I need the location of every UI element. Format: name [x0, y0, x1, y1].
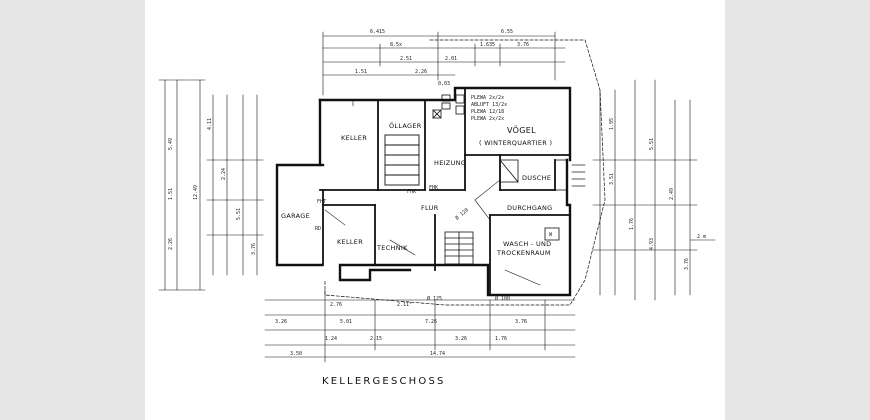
dimension-label: 1.95	[609, 118, 615, 130]
dimension-label: 1.76	[629, 218, 635, 230]
dimension-label: 5.01	[340, 319, 352, 325]
room-label-dusche: DUSCHE	[522, 174, 551, 182]
staircase	[444, 231, 474, 265]
room-label-voegel: VÖGEL	[507, 125, 536, 135]
room-label-trockenraum: TROCKENRAUM	[496, 249, 551, 257]
dimension-label: 3.26	[455, 336, 467, 342]
floor-plan: KELLER ÖLLAGER HEIZUNG VÖGEL ( WINTERQUA…	[158, 29, 716, 363]
terrain-outline	[324, 39, 606, 306]
dimension-label: 5.49	[168, 138, 174, 150]
dimension-label: 2.49	[669, 188, 675, 200]
room-label-wasch: WASCH - UND	[503, 240, 551, 248]
exterior-steps	[571, 164, 586, 187]
dimension-label: 3.76	[515, 319, 527, 325]
dimension-lines-bottom	[264, 289, 576, 363]
oil-tank-lager	[384, 134, 420, 186]
door-label: W	[549, 232, 553, 238]
room-label-heizung: HEIZUNG	[434, 159, 466, 167]
dimension-label: 4.93	[649, 238, 655, 250]
ventilation-units	[432, 94, 465, 119]
annotation-label: Ø 120	[454, 206, 470, 221]
door-label: RD	[315, 226, 321, 232]
shower-fixture	[499, 159, 568, 191]
dimension-label: 2.15	[370, 336, 382, 342]
dimension-label: 1.51	[168, 188, 174, 200]
interior-walls	[319, 87, 571, 296]
dimension-label: 1.24	[325, 336, 337, 342]
dimension-label: 3.50	[290, 351, 302, 357]
dimension-label: 3.51	[609, 173, 615, 185]
room-label-keller: KELLER	[341, 134, 367, 142]
dimension-lines-top	[322, 31, 566, 96]
dimension-label: 3.26	[275, 319, 287, 325]
dimension-label: 2.51	[400, 56, 412, 62]
dimension-lines-left	[158, 79, 264, 291]
dimension-label: 4.11	[207, 118, 213, 130]
door-swings	[324, 99, 541, 286]
dimension-label: 5.51	[236, 208, 242, 220]
room-label-technik: TECHNIK	[376, 244, 408, 252]
dimension-label: 2.24	[221, 168, 227, 180]
dimension-label: 7.26	[425, 319, 437, 325]
annotation-label: Ø 100	[495, 295, 510, 302]
door-label: FHK	[429, 185, 438, 191]
dimension-label: 2.11⁵	[397, 302, 412, 308]
dimension-lines-right	[592, 79, 716, 301]
outer-walls	[275, 86, 572, 297]
room-label-garage: GARAGE	[281, 212, 310, 220]
dimension-label: 3.76	[684, 258, 690, 270]
dimension-label: 2.26	[415, 69, 427, 75]
dimension-label: 8.5x	[390, 42, 402, 48]
dimension-label: 3.76	[251, 243, 257, 255]
dimension-label: 2.76	[330, 302, 342, 308]
dimension-label: 5.51	[649, 138, 655, 150]
room-label-winterquartier: ( WINTERQUARTIER )	[479, 139, 552, 147]
annotation-label: 0,03	[438, 81, 450, 87]
dimension-label: 3.76	[517, 42, 529, 48]
dimension-label: 1.51	[355, 69, 367, 75]
dimension-label: 6.55	[501, 29, 513, 35]
equipment-label: PLEWA 2x/2x	[471, 116, 504, 122]
equipment-label: PLEWA 12/18	[471, 109, 504, 115]
door-label: FHK	[407, 189, 416, 195]
dimension-label: 2 m	[697, 234, 706, 240]
door-label: FHT	[317, 199, 326, 205]
room-label-durchgang: DURCHGANG	[507, 204, 552, 212]
dimension-label: 1.76	[495, 336, 507, 342]
dimension-label: 2.01	[445, 56, 457, 62]
room-label-keller-2: KELLER	[337, 238, 363, 246]
dimension-label: 6.415	[370, 29, 385, 35]
room-label-flur: FLUR	[421, 204, 439, 212]
dimension-label: 14.74	[430, 351, 445, 357]
dimension-label: 2.26	[168, 238, 174, 250]
washing-machine	[544, 227, 560, 241]
equipment-label: ABLUFT 13/2x	[471, 102, 507, 108]
annotation-label: Ø 125	[427, 295, 442, 302]
right-margin-bar	[725, 0, 870, 420]
equipment-label: PLEWA 2x/2x	[471, 95, 504, 101]
dimension-label: 1.635	[480, 42, 495, 48]
drawing-title: KELLERGESCHOSS	[322, 376, 446, 387]
dimension-label: 12.49	[193, 185, 199, 200]
room-label-oellager: ÖLLAGER	[389, 121, 422, 130]
left-margin-bar	[0, 0, 145, 420]
